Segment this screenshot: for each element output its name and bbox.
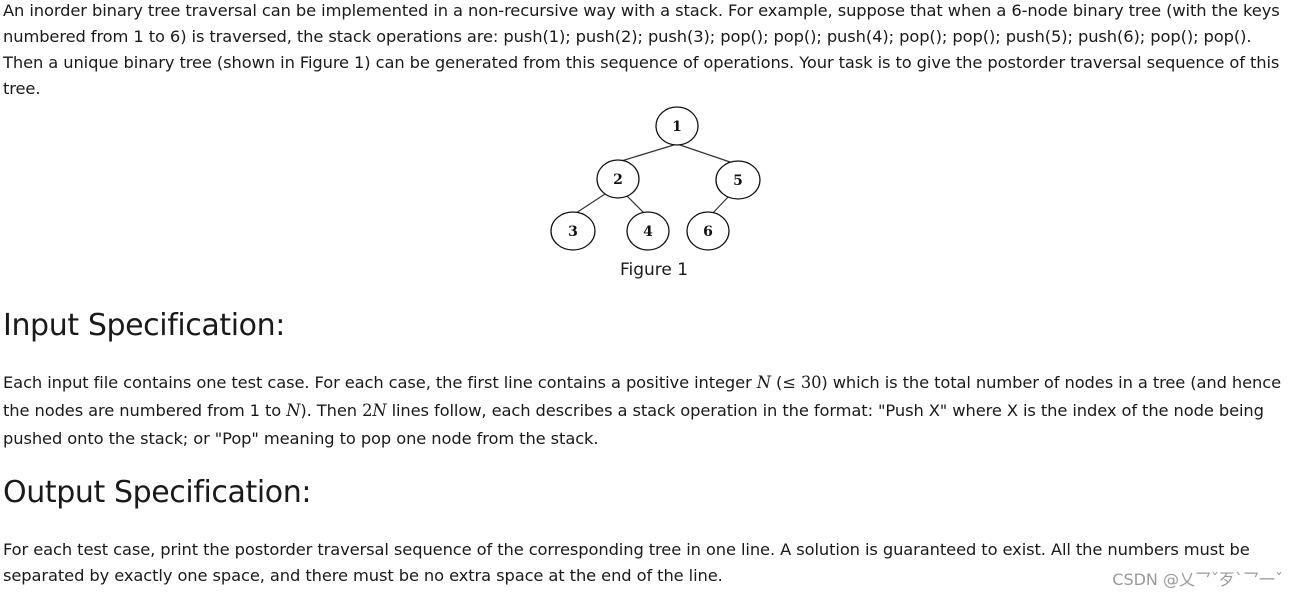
tree-node-5: 5: [715, 160, 761, 200]
intro-paragraph: An inorder binary tree traversal can be …: [3, 1, 1280, 98]
math-n-2: N: [286, 401, 301, 420]
tree-node-2: 2: [596, 159, 640, 199]
input-spec-text-3: ). Then: [300, 401, 363, 420]
input-spec-heading: Input Specification:: [3, 308, 285, 343]
figure-caption-text: Figure 1: [619, 260, 689, 280]
svg-text:2: 2: [613, 172, 623, 188]
edge-2-4: [624, 193, 647, 216]
output-spec-heading: Output Specification:: [3, 475, 312, 510]
math-leq-30: ≤ 30: [782, 373, 822, 392]
svg-text:6: 6: [703, 224, 713, 240]
math-n: N: [756, 373, 771, 392]
tree-node-4: 4: [626, 211, 670, 251]
csdn-watermark: CSDN @乂乛ˇ歹ˋ乛一ˇ: [1112, 570, 1283, 589]
tree-node-1: 1: [655, 106, 699, 146]
math-2: 2: [362, 401, 373, 420]
edge-2-3: [572, 193, 606, 216]
edge-5-6: [710, 195, 730, 216]
output-spec-paragraph: For each test case, print the postorder …: [3, 540, 1250, 585]
input-spec-paragraph: Each input file contains one test case. …: [3, 369, 1295, 453]
input-spec-open-paren: (: [770, 373, 783, 392]
tree-node-6: 6: [686, 211, 730, 251]
input-spec-text-1: Each input file contains one test case. …: [3, 373, 757, 392]
input-spec-text-2: ) which is the total number of nodes in …: [3, 373, 1282, 420]
binary-tree-diagram: 1 2 5 3 4 6: [550, 106, 761, 251]
figure-caption: Figure 1: [3, 260, 1295, 280]
svg-text:4: 4: [643, 224, 653, 240]
figure-1: 1 2 5 3 4 6 Figure 1: [3, 100, 1295, 290]
svg-text:5: 5: [733, 173, 743, 189]
svg-text:3: 3: [568, 224, 578, 240]
edge-1-2: [617, 143, 678, 163]
input-spec-text-4: lines follow, each describes a stack ope…: [3, 401, 1264, 448]
edge-1-5: [676, 143, 734, 164]
math-n-3: N: [372, 401, 387, 420]
svg-text:1: 1: [672, 119, 682, 135]
tree-node-3: 3: [550, 211, 596, 251]
